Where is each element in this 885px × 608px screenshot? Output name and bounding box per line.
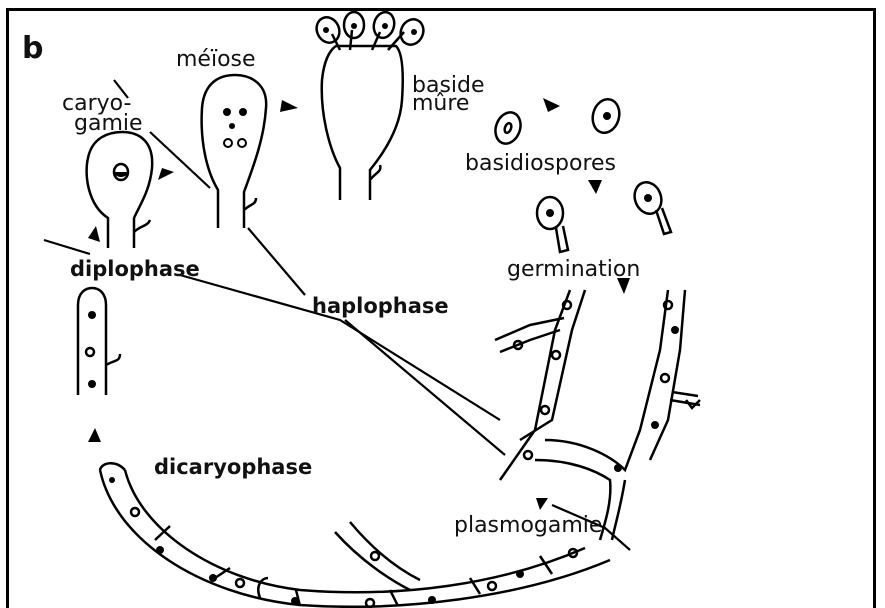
label-caryogamie-2: gamie [74, 111, 143, 136]
basidium-meiosis [202, 75, 267, 228]
germinating-spores [537, 179, 671, 252]
label-basidiospores: basidiospores [465, 151, 616, 176]
basidiospores-free [491, 96, 623, 147]
arrow-head [88, 226, 100, 242]
plasmogamy-hyphae [495, 290, 700, 540]
label-germination: germination [507, 257, 640, 282]
arrow-head [588, 180, 602, 194]
arrow-head [536, 498, 548, 510]
label-mure: mûre [412, 91, 469, 116]
dikaryotic-hypha [78, 288, 120, 395]
label-meiose: méïose [176, 47, 256, 72]
arrow-head [543, 98, 560, 112]
mature-basidium [313, 10, 428, 200]
label-plasmogamie: plasmogamie [454, 513, 602, 538]
figure-letter: b [22, 31, 43, 66]
label-haplophase: haplophase [312, 294, 449, 318]
arrow-head [158, 168, 174, 180]
label-diplophase: diplophase [70, 257, 200, 281]
arrow-head [280, 100, 298, 112]
label-dicaryophase: dicaryophase [154, 455, 312, 479]
arrow-head [88, 428, 101, 442]
